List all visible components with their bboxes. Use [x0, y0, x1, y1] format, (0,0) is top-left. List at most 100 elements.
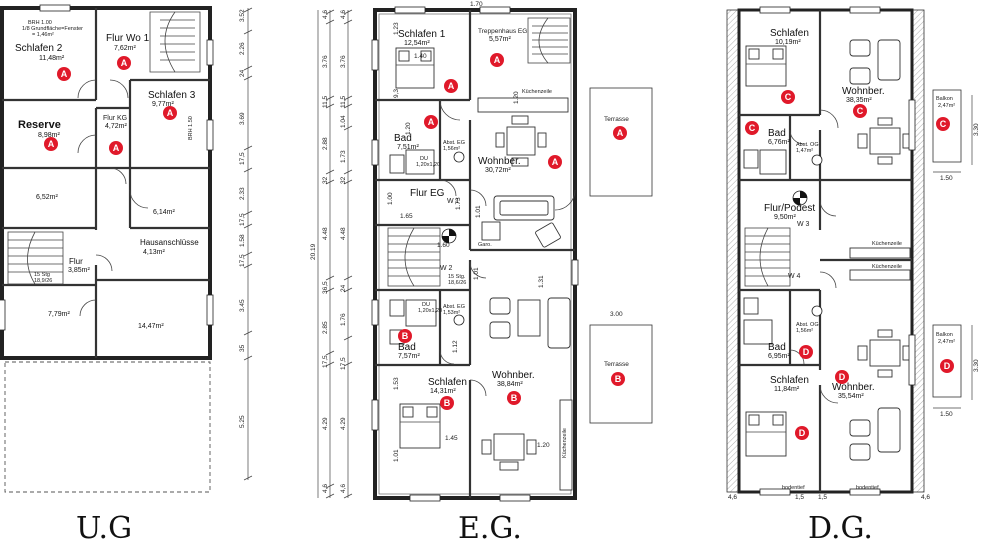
dim-label: 3.45: [239, 299, 246, 312]
svg-text:A: A: [113, 143, 120, 153]
svg-text:A: A: [428, 117, 435, 127]
dg-balcony-upper: [932, 89, 962, 163]
badge: A: [163, 106, 177, 120]
dim-label: 5.25: [239, 415, 246, 428]
eg-room-area: 14,31m²: [430, 388, 456, 395]
ug-dashed-area: [4, 361, 211, 493]
eg-bath-fixtures: [389, 149, 465, 345]
ug-room-area: 7,62m²: [114, 45, 136, 52]
badge: A: [613, 126, 627, 140]
dg-roof-right: [911, 9, 925, 493]
badge: C: [745, 121, 759, 135]
dg-room-area: 1,47m²: [796, 148, 813, 154]
dim-label: 4,6: [728, 494, 737, 501]
dim-label: 4,6: [921, 494, 930, 501]
dg-kitchen-counter-upper: [849, 247, 911, 259]
dg-kitchen-counter-lower: [849, 269, 911, 281]
eg-room-area: 5,57m²: [489, 36, 511, 43]
ug-windows: [0, 4, 214, 331]
badge: C: [853, 104, 867, 118]
dim-label: 1.20: [405, 122, 412, 135]
eg-terrace-label: Terrasse: [604, 116, 629, 123]
eg-stair-note: 15 Stg.: [448, 274, 466, 280]
dim-label: 1.00: [387, 192, 394, 205]
ug-room-area: 14,47m²: [138, 323, 164, 330]
dim-label: 4.29: [340, 417, 347, 430]
eg-label: DU: [422, 302, 430, 308]
svg-text:A: A: [167, 108, 174, 118]
svg-text:A: A: [617, 128, 624, 138]
dg-living-lower: [849, 329, 913, 461]
dg-living-upper: [849, 39, 913, 165]
eg-terrace-lower: [589, 324, 653, 424]
eg-label: Küchenzeile: [522, 89, 552, 95]
dim-label: 1.20: [537, 442, 550, 449]
badge: D: [799, 345, 813, 359]
dim-label: 1.20: [513, 91, 520, 104]
dim-label: 17,5: [239, 254, 246, 267]
dg-room-name: Abst. OG: [796, 322, 819, 328]
dim-label: 17,5: [340, 357, 347, 370]
dim-label: 2.85: [322, 321, 329, 334]
eg-label: DU: [420, 156, 428, 162]
dim-label: 1.50: [940, 175, 953, 182]
eg-kitchen-counter: [477, 97, 569, 113]
dim-label: 20.19: [310, 243, 317, 260]
dg-room-name: Balkon: [936, 96, 953, 102]
dg-room-name: Bad: [768, 128, 786, 139]
ug-room-area: 6,14m²: [153, 209, 175, 216]
svg-text:B: B: [402, 331, 409, 341]
dg-room-name: Balkon: [936, 332, 953, 338]
eg-dining-upper: [495, 115, 547, 167]
dim-label: 2.88: [322, 137, 329, 150]
dg-windows: [759, 6, 916, 496]
dg-room-name: Abst. OG: [796, 142, 819, 148]
eg-stairs-mid: 15 Stg. 18,6/26: [387, 227, 466, 287]
eg-room-area: 7,51m²: [397, 144, 419, 151]
dg-room-name: Wohnber.: [842, 86, 885, 97]
eg-stairs-top: [527, 17, 571, 64]
ug-room-area: 11,48m²: [39, 55, 65, 62]
ug-note-stg: 15 Stg: [34, 272, 50, 278]
dim-label: 1.53: [393, 377, 400, 390]
dim-label: 4,6: [322, 10, 329, 19]
dg-dims-right: 3.30 1.50 3.30 1.50: [933, 95, 980, 418]
badge: A: [109, 141, 123, 155]
dim-label: 1.01: [393, 449, 400, 462]
dim-label: 4,6: [322, 484, 329, 493]
ug-room-name: Hausanschlüsse: [140, 238, 199, 247]
dg-room-name: Bad: [768, 342, 786, 353]
dim-label: 3.76: [340, 55, 347, 68]
ug-doors: [77, 79, 149, 317]
dg-bed-top: [745, 45, 787, 87]
svg-text:C: C: [940, 119, 947, 129]
dim-label: 3.30: [973, 359, 980, 372]
eg-living-lower: [481, 297, 573, 491]
ug-room-area: 6,52m²: [36, 194, 58, 201]
dim-label: 1.73: [455, 197, 462, 210]
dim-label: 17,5: [239, 152, 246, 165]
dim-label: 3.76: [322, 55, 329, 68]
eg-terrace-label: Terrasse: [604, 361, 629, 368]
ug-room-area: 7,79m²: [48, 311, 70, 318]
dg-interior-walls: [739, 10, 912, 492]
dg-room-name: Schlafen: [770, 375, 809, 386]
eg-room-name: Bad: [394, 133, 412, 144]
dg-room-area: 6,76m²: [768, 139, 790, 146]
dim-label: 32: [322, 176, 329, 184]
badge: B: [611, 372, 625, 386]
eg-doors: [439, 99, 576, 397]
eg-room-area: 1,53m²: [443, 310, 460, 316]
badge: C: [781, 90, 795, 104]
badge: D: [835, 370, 849, 384]
dim-label: 4.48: [322, 227, 329, 240]
dg-doors: [789, 109, 839, 404]
plan-eg: 15 Stg. 18,6/26: [310, 1, 653, 502]
dg-section-symbol: [792, 190, 808, 206]
eg-room-name: Flur EG: [410, 188, 445, 199]
badge: B: [507, 391, 521, 405]
dim-label: 2.33: [239, 187, 246, 200]
dg-balcony-lower: [932, 324, 962, 398]
dg-room-area: 11,84m²: [774, 386, 800, 393]
